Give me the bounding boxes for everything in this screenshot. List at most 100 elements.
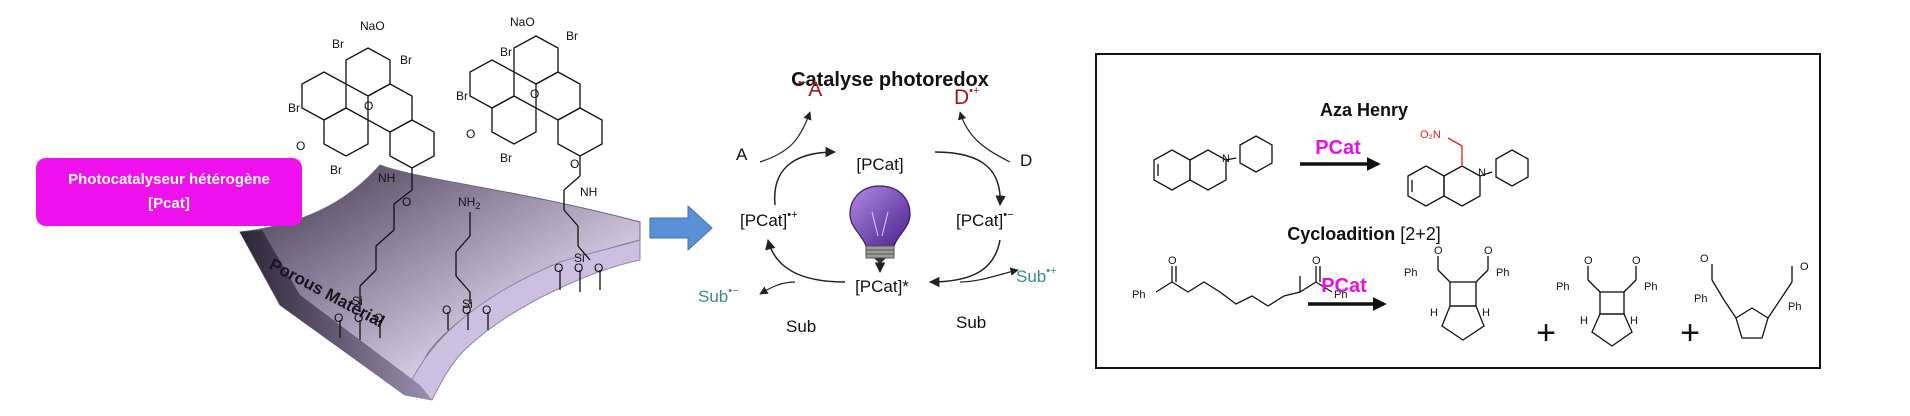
cycle-center-state: [PCat]: [856, 155, 903, 174]
cycle-right-state: [PCat]•−: [956, 209, 1014, 230]
svg-text:Ph: Ph: [1334, 289, 1347, 301]
substrate-left-radical: Sub•−: [698, 285, 739, 306]
svg-text:Ph: Ph: [1404, 267, 1417, 279]
porous-material-lower-lip: [404, 239, 641, 401]
svg-text:O: O: [402, 195, 411, 209]
cycloaddition-title: Cycloadition [2+2]: [1287, 224, 1441, 244]
grafted-dye-1-labels: NaO Br Br O Br O Br O NH Si O O O: [288, 19, 412, 325]
aza-henry-reactant: [1153, 135, 1273, 191]
aza-henry-title: Aza Henry: [1320, 100, 1408, 120]
svg-text:O: O: [1434, 245, 1443, 257]
svg-text:O: O: [574, 261, 583, 275]
grafted-dye-2-labels: NaO Br Br O Br O Br O NH Si O O O: [456, 15, 603, 275]
svg-text:O: O: [594, 261, 603, 275]
svg-text:NH: NH: [378, 171, 395, 185]
svg-text:Si: Si: [462, 297, 473, 311]
svg-text:O: O: [1632, 255, 1641, 267]
aza-henry-reactant-n: N: [1222, 153, 1230, 165]
svg-text:O: O: [1168, 255, 1177, 267]
svg-text:Ph: Ph: [1644, 281, 1657, 293]
reactions-panel: Aza Henry N PCat O₂N N Cycloadition [2+2…: [1095, 53, 1821, 369]
svg-text:Br: Br: [500, 45, 512, 59]
cycle-arcs: [765, 146, 1006, 288]
cycloaddition-reactant-labels: O Ph O Ph: [1132, 255, 1347, 301]
donor: D: [1020, 151, 1032, 170]
photocatalyst-badge-line2: [Pcat]: [148, 195, 190, 212]
amine-linker: [447, 212, 489, 330]
svg-text:Br: Br: [500, 151, 512, 165]
cycloaddition-product-1-labels: O Ph O Ph H H: [1404, 245, 1509, 319]
cycle-left-state: [PCat]•+: [740, 209, 798, 230]
substrate-right: Sub: [956, 313, 986, 332]
svg-text:O: O: [1312, 255, 1321, 267]
porous-material-edge: [240, 230, 432, 400]
plus-sign-1: +: [1536, 314, 1556, 352]
svg-text:O: O: [530, 87, 539, 101]
svg-text:Si: Si: [352, 294, 363, 308]
right-arrow-icon: [649, 204, 713, 252]
svg-text:O: O: [296, 139, 305, 153]
svg-text:Si: Si: [574, 251, 585, 265]
svg-text:O: O: [570, 157, 579, 171]
substrate-left: Sub: [786, 317, 816, 336]
photoredox-cycle: Catalyse photoredox [PCat] [PCat]•+ [PCa…: [698, 69, 1057, 336]
svg-text:H: H: [1430, 307, 1438, 319]
svg-text:Ph: Ph: [1556, 281, 1569, 293]
svg-text:H: H: [1630, 315, 1638, 327]
cycloaddition-product-2-labels: O Ph O Ph H H: [1556, 255, 1657, 327]
svg-text:O: O: [1484, 245, 1493, 257]
svg-text:O: O: [364, 99, 373, 113]
reactions-frame: [1095, 53, 1821, 369]
porous-material-panel: Porous Material Photocatalyseur hétérogè…: [36, 15, 641, 401]
photocatalyst-badge-line1: Photocatalyseur hétérogène: [68, 171, 270, 188]
donor-radical: D•+: [954, 85, 979, 109]
svg-text:O: O: [442, 303, 451, 317]
amine-linker-labels: NH2 Si O O O: [442, 195, 491, 317]
svg-text:NH2: NH2: [458, 195, 480, 211]
svg-text:Br: Br: [566, 29, 578, 43]
grafted-dye-2: [469, 35, 603, 292]
svg-text:NH: NH: [580, 185, 597, 199]
grafted-dye-1: [301, 47, 435, 340]
aza-henry-product: [1407, 137, 1529, 207]
lightbulb-icon: [849, 185, 911, 264]
svg-text:O: O: [374, 311, 383, 325]
acceptor: A: [736, 145, 748, 164]
svg-text:Ph: Ph: [1694, 293, 1707, 305]
photocatalyst-badge: [36, 158, 302, 226]
cycloaddition-product-1: [1437, 256, 1489, 341]
svg-text:O: O: [1700, 253, 1709, 265]
svg-text:Br: Br: [332, 37, 344, 51]
cycle-excited-state: [PCat]*: [855, 277, 909, 296]
svg-text:Br: Br: [400, 53, 412, 67]
cycloaddition-reactant: [1155, 266, 1333, 307]
svg-text:O: O: [354, 311, 363, 325]
aza-henry-catalyst: PCat: [1315, 137, 1361, 159]
plus-sign-2: +: [1680, 314, 1700, 352]
acceptor-radical: •−A: [798, 77, 822, 101]
svg-text:Ph: Ph: [1496, 267, 1509, 279]
svg-text:O: O: [334, 311, 343, 325]
aza-henry-nitro: O₂N: [1420, 129, 1441, 141]
cycloaddition-product-2: [1587, 266, 1637, 347]
svg-text:O: O: [462, 303, 471, 317]
svg-text:Br: Br: [330, 163, 342, 177]
svg-text:H: H: [1482, 307, 1490, 319]
cycloaddition-product-3-labels: O Ph O Ph: [1694, 253, 1809, 313]
svg-text:O: O: [482, 303, 491, 317]
cycle-title: Catalyse photoredox: [791, 69, 989, 91]
svg-text:Ph: Ph: [1788, 301, 1801, 313]
svg-text:O: O: [466, 127, 475, 141]
svg-text:NaO: NaO: [510, 15, 535, 29]
svg-text:H: H: [1580, 315, 1588, 327]
cycloaddition-catalyst: PCat: [1321, 275, 1367, 297]
svg-text:Br: Br: [456, 89, 468, 103]
svg-text:NaO: NaO: [360, 19, 385, 33]
svg-text:Ph: Ph: [1132, 289, 1145, 301]
svg-text:O: O: [554, 261, 563, 275]
svg-text:O: O: [1584, 255, 1593, 267]
cycloaddition-product-3: [1711, 264, 1793, 339]
svg-text:Br: Br: [288, 101, 300, 115]
svg-text:O: O: [1800, 261, 1809, 273]
